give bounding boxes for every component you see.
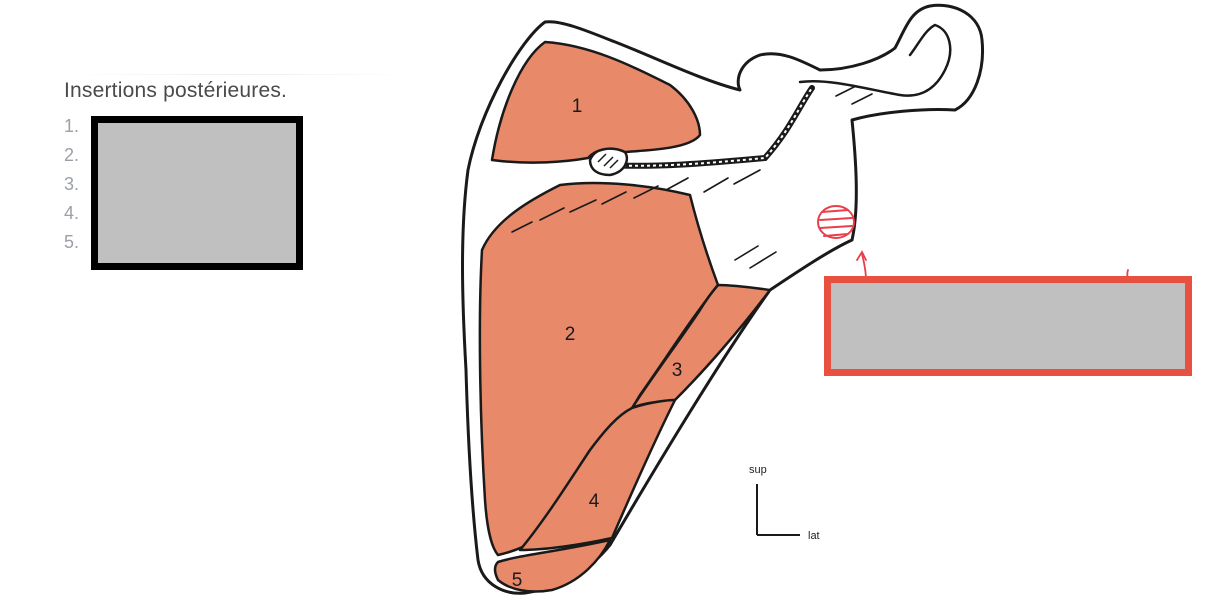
orientation-indicator: sup lat xyxy=(749,464,820,542)
label-4: 4 xyxy=(589,491,600,512)
legend-item-3: 3. xyxy=(64,174,80,194)
insertion-4 xyxy=(518,398,677,552)
red-annotation-glenoid xyxy=(817,205,855,239)
legend-item-1: 1. xyxy=(64,116,80,136)
orientation-lat-label: lat xyxy=(808,530,820,542)
label-2: 2 xyxy=(565,324,576,345)
label-1: 1 xyxy=(572,96,583,117)
legend-title: Insertions postérieures. xyxy=(64,79,288,102)
label-5: 5 xyxy=(512,570,523,591)
answer-mask-legend[interactable] xyxy=(91,116,303,270)
insertion-5 xyxy=(493,538,612,593)
scapular-spine xyxy=(602,85,815,169)
title-divider xyxy=(64,74,414,75)
legend-item-5: 5. xyxy=(64,232,80,252)
legend-item-2: 2. xyxy=(64,145,80,165)
answer-mask-annotation[interactable] xyxy=(824,276,1192,376)
label-3: 3 xyxy=(672,360,683,381)
legend-list: 1. 2. 3. 4. 5. xyxy=(64,112,79,257)
spine-root-nodule-hatch xyxy=(597,153,619,169)
legend-item-4: 4. xyxy=(64,203,80,223)
insertion-1 xyxy=(490,40,702,164)
spine-hatch-marks xyxy=(511,85,873,269)
orientation-sup-label: sup xyxy=(749,464,767,476)
